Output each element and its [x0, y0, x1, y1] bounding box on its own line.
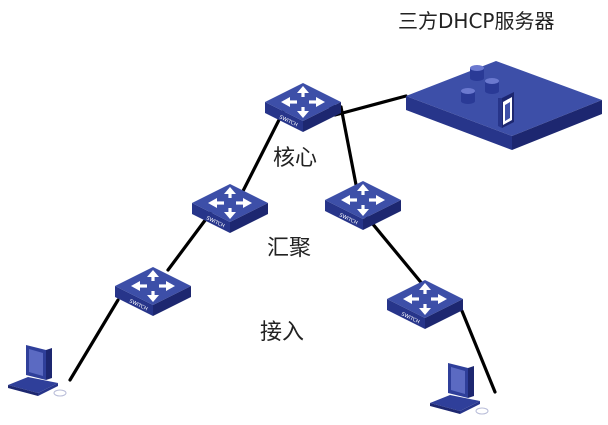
server-label: 三方DHCP服务器 [398, 9, 555, 33]
pc-right-icon [429, 362, 489, 415]
link-agg-left-access-left [166, 209, 214, 272]
disk-icon [470, 65, 484, 81]
aggregation-switch-left-icon [192, 184, 268, 233]
link-core-server [333, 94, 408, 117]
link-core-agg-right [339, 105, 360, 197]
server-platform-icon [406, 61, 602, 150]
access-switch-right-icon [387, 280, 463, 329]
pc-left-icon [7, 344, 67, 397]
link-access-right-pc-right [460, 309, 497, 394]
link-access-left-pc-left [68, 298, 120, 382]
layer-label-core: 核心 [273, 146, 318, 171]
aggregation-switch-right-icon [325, 181, 401, 230]
server-tower-icon [498, 92, 514, 128]
link-core-agg-left [241, 110, 285, 193]
layer-label-aggregation: 汇聚 [267, 236, 312, 261]
access-switch-left-icon [115, 267, 191, 316]
disk-icon [461, 88, 475, 104]
layer-label-access: 接入 [260, 320, 305, 345]
disk-icon [485, 78, 499, 94]
